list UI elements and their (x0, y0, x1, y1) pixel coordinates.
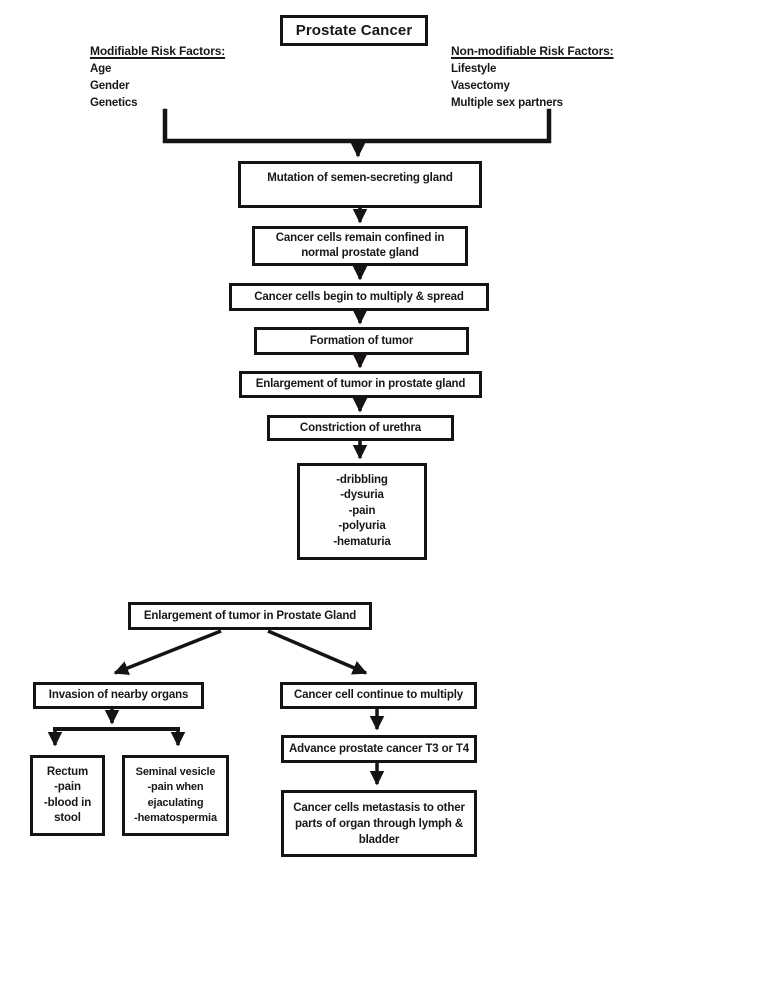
node-urinary-symptoms: -dribbling -dysuria -pain -polyuria -hematur… (297, 463, 427, 560)
text-line: bladder (358, 833, 400, 846)
text-line: Age (90, 63, 112, 75)
node-prostate-cancer-title: Prostate Cancer (280, 15, 428, 46)
node-urethra-constriction: Constriction of urethra (267, 415, 454, 441)
text-line: Lifestyle (451, 63, 497, 75)
text-line: normal prostate gland (301, 247, 419, 259)
text-line: -dysuria (340, 489, 384, 502)
risk-factors-bracket (162, 108, 552, 144)
node-tumor-formation: Formation of tumor (254, 327, 469, 355)
modifiable-risk-heading: Modifiable Risk Factors: (90, 44, 226, 58)
text-line: -pain when (147, 781, 204, 793)
node-label: Cancer cells begin to multiply & spread (254, 290, 464, 303)
text-line: Multiple sex partners (451, 97, 563, 109)
text-line: -blood in (43, 796, 92, 809)
text-line: Rectum (46, 765, 89, 778)
text-line: -pain (54, 781, 81, 793)
text-line: Gender (90, 80, 130, 92)
node-enlargement-second-flow: Enlargement of tumor in Prostate Gland (128, 602, 372, 630)
node-label: Advance prostate cancer T3 or T4 (289, 742, 469, 755)
node-advanced-cancer-stage: Advance prostate cancer T3 or T4 (281, 735, 477, 763)
node-metastasis: Cancer cells metastasis to other parts of… (281, 790, 477, 857)
node-rectum-symptoms: Rectum -pain -blood in stool (30, 755, 105, 836)
text-line: stool (54, 812, 81, 824)
node-seminal-vesicle-symptoms: Seminal vesicle -pain when ejaculating -hem… (122, 755, 229, 836)
non-modifiable-risk-heading: Non-modifiable Risk Factors: (451, 44, 614, 58)
text-line: -hematuria (333, 535, 391, 548)
text-line: -hematospermia (134, 812, 217, 824)
text-line: Cancer cells remain confined in (275, 232, 445, 244)
node-label: Mutation of semen-secreting gland (267, 172, 453, 184)
text-line: Vasectomy (451, 80, 510, 92)
text-line: ejaculating (147, 796, 204, 809)
node-label: Constriction of urethra (299, 421, 422, 434)
node-label: Formation of tumor (309, 334, 414, 347)
text-line: Seminal vesicle (135, 765, 216, 778)
text-line: Cancer cells metastasis to other (293, 801, 465, 814)
arrow-enlargement2-to-continue (267, 629, 368, 675)
text-line: -dribbling (336, 473, 388, 486)
arrow-enlargement2-to-invasion (113, 629, 222, 675)
node-tumor-enlargement: Enlargement of tumor in prostate gland (239, 371, 482, 398)
node-continue-multiply: Cancer cell continue to multiply (280, 682, 477, 709)
text-line: Genetics (90, 97, 138, 109)
node-invasion-nearby-organs: Invasion of nearby organs (33, 682, 204, 709)
page-title: Prostate Cancer (295, 22, 413, 39)
text-line: parts of organ through lymph & (295, 817, 463, 830)
node-mutation: Mutation of semen-secreting gland (238, 161, 482, 208)
node-label: Enlargement of tumor in Prostate Gland (143, 609, 357, 622)
node-multiply-spread: Cancer cells begin to multiply & spread (229, 283, 489, 311)
text-line: -pain (348, 504, 376, 517)
node-cells-confined: Cancer cells remain confined in normal pr… (252, 226, 468, 266)
node-label: Enlargement of tumor in prostate gland (255, 378, 466, 390)
node-label: Cancer cell continue to multiply (293, 689, 463, 701)
node-label: Invasion of nearby organs (48, 689, 189, 701)
text-line: -polyuria (338, 520, 386, 533)
